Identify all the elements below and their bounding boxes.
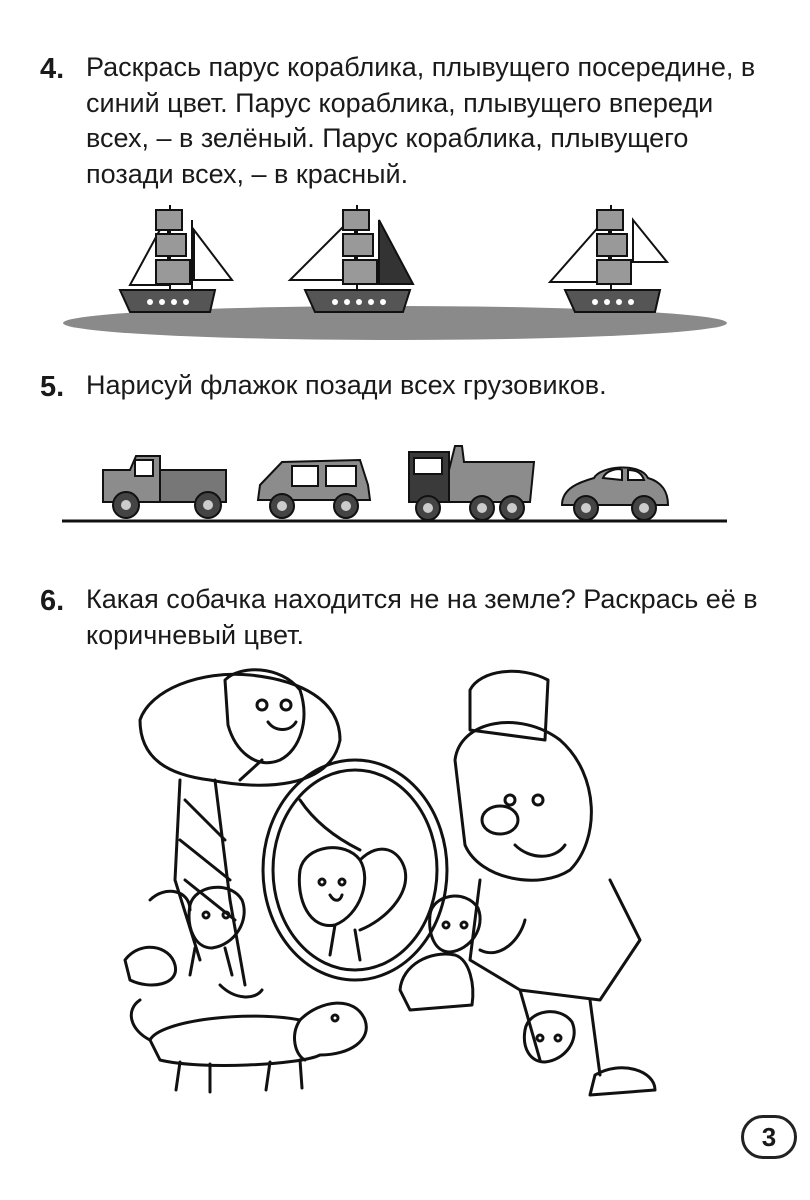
leaves-decor <box>123 889 192 987</box>
truck-flatbed <box>102 455 227 519</box>
page-number: 3 <box>761 1121 777 1152</box>
ship-left <box>118 205 235 313</box>
task-4-number: 4. <box>40 53 65 85</box>
car-beetle <box>560 466 670 521</box>
task-5-text: Нарисуй флажок позади всех грузовиков. <box>86 370 607 400</box>
task-5: 5. Нарисуй флажок позади всех грузовиков… <box>40 368 760 404</box>
right-clown <box>453 669 657 1097</box>
task-6-number: 6. <box>40 585 65 617</box>
ship-middle <box>287 205 415 313</box>
dog-left-small <box>187 885 246 977</box>
coloring-scene <box>123 668 657 1097</box>
car-van <box>256 458 372 519</box>
task-4: 4. Раскрась парус кораблика, плывущего п… <box>40 50 760 193</box>
harlequin-clown <box>138 668 362 999</box>
hoop <box>261 758 449 982</box>
dog-bottom-right <box>522 1010 576 1064</box>
task-6: 6. Какая собачка находится не на земле? … <box>40 582 760 653</box>
dog-in-hoop <box>297 846 408 962</box>
dog-right-small <box>428 894 482 954</box>
task-4-text: Раскрась парус кораблика, плывущего посе… <box>86 52 756 189</box>
dropped-hat <box>398 952 475 1012</box>
sea-shadow <box>63 306 727 340</box>
ships-illustration <box>63 205 727 340</box>
ship-right <box>547 205 670 313</box>
vehicles-illustration <box>62 445 727 523</box>
dachshund <box>129 998 368 1094</box>
task-6-text: Какая собачка находится не на земле? Рас… <box>86 584 758 650</box>
page-number-badge: 3 <box>741 1115 797 1159</box>
task-5-number: 5. <box>40 371 65 403</box>
truck-dump <box>408 445 536 521</box>
